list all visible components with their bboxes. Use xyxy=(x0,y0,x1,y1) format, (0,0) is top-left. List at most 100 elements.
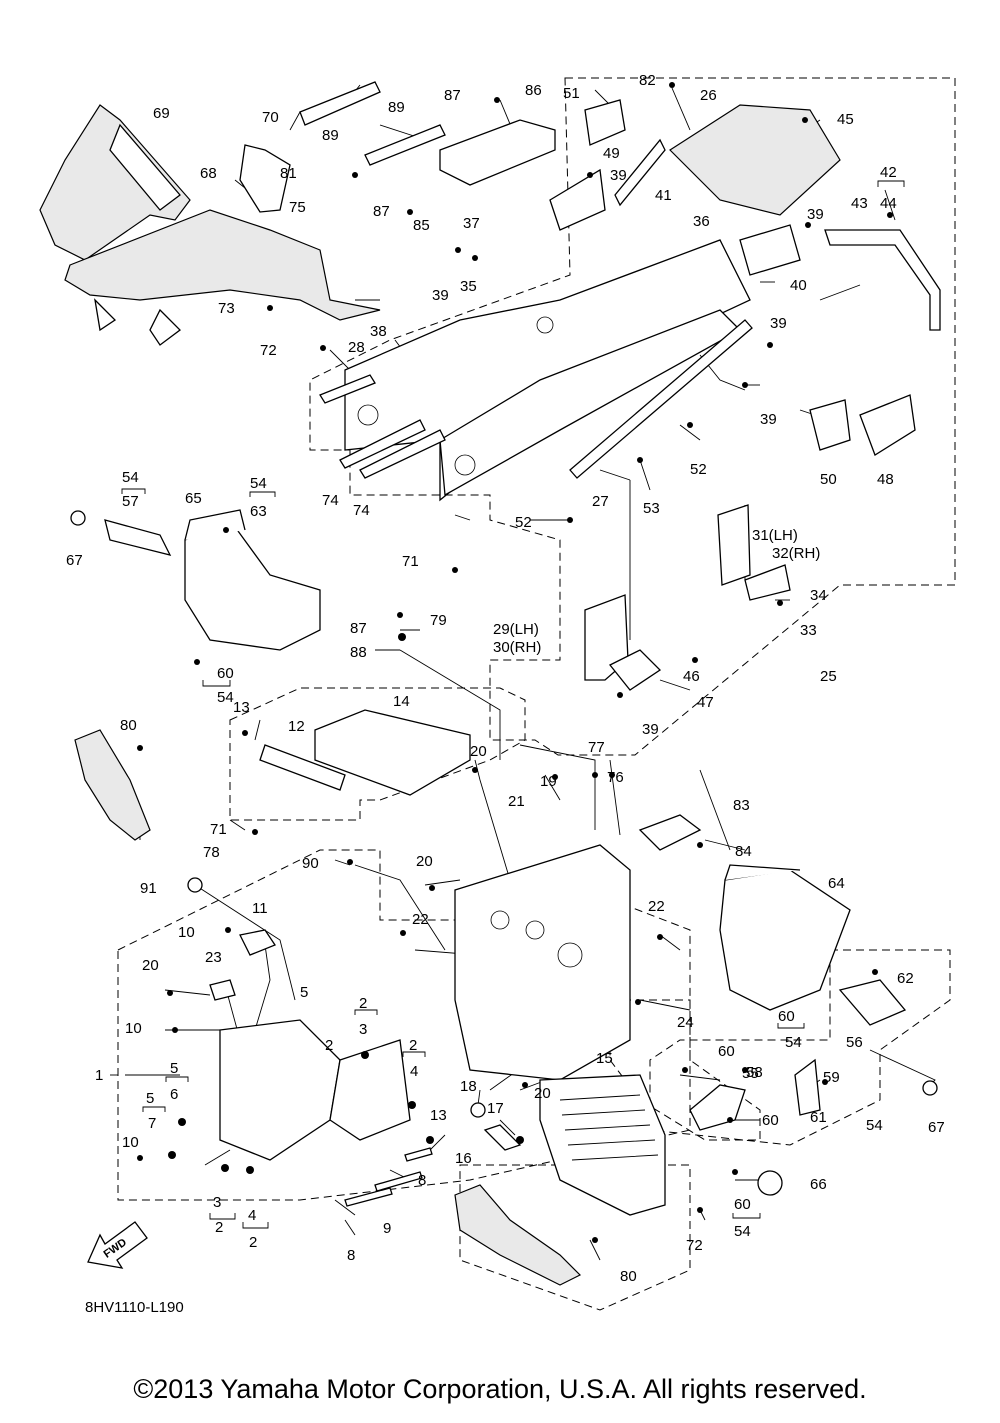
callout-15: 15 xyxy=(596,1050,613,1067)
callout-39: 39 xyxy=(432,287,449,304)
callout-60: 60 xyxy=(778,1008,795,1025)
callout-69: 69 xyxy=(153,105,170,122)
callout-3: 3 xyxy=(359,1021,367,1038)
callout-54: 54 xyxy=(734,1223,751,1240)
callout-30-rh: 30(RH) xyxy=(493,639,541,656)
callout-2: 2 xyxy=(215,1219,223,1236)
callout-44: 44 xyxy=(880,195,897,212)
callout-49: 49 xyxy=(603,145,620,162)
part-9-bolt xyxy=(374,1171,423,1192)
callout-5: 5 xyxy=(170,1060,178,1077)
callout-8: 8 xyxy=(347,1247,355,1264)
callout-21: 21 xyxy=(508,793,525,810)
callout-79: 79 xyxy=(430,612,447,629)
callout-39: 39 xyxy=(807,206,824,223)
part-12-bar xyxy=(259,744,346,791)
callout-7: 7 xyxy=(148,1115,156,1132)
callout-67: 67 xyxy=(66,552,83,569)
part-15-radiator xyxy=(539,1074,666,1216)
callout-37: 37 xyxy=(463,215,480,232)
callout-35: 35 xyxy=(460,278,477,295)
part-18-nut xyxy=(470,1102,486,1118)
callout-83: 83 xyxy=(733,797,750,814)
callout-78: 78 xyxy=(203,844,220,861)
part-31-bracket xyxy=(717,504,751,586)
part-74-rail-b xyxy=(359,429,446,479)
part-61-bracket xyxy=(794,1058,821,1116)
callout-62: 62 xyxy=(897,970,914,987)
callout-73: 73 xyxy=(218,300,235,317)
part-8-bolt-b xyxy=(404,1147,433,1162)
callout-20: 20 xyxy=(470,743,487,760)
part-46-plate xyxy=(608,649,662,691)
callout-23: 23 xyxy=(205,949,222,966)
callout-11: 11 xyxy=(252,900,268,917)
callout-20: 20 xyxy=(534,1085,551,1102)
callout-6: 6 xyxy=(170,1086,178,1103)
callout-42: 42 xyxy=(880,164,897,181)
callout-66: 66 xyxy=(810,1176,827,1193)
part-66-hub xyxy=(757,1170,783,1196)
part-51-bracket xyxy=(584,99,626,146)
callout-47: 47 xyxy=(697,694,714,711)
callout-57: 57 xyxy=(122,493,139,510)
callout-2: 2 xyxy=(359,995,367,1012)
part-34-plate xyxy=(744,564,791,601)
callout-60: 60 xyxy=(762,1112,779,1129)
callout-90: 90 xyxy=(302,855,319,872)
callout-58: 58 xyxy=(746,1064,763,1081)
callout-10: 10 xyxy=(125,1020,142,1037)
callout-18: 18 xyxy=(460,1078,477,1095)
callout-4: 4 xyxy=(410,1063,418,1080)
callout-36: 36 xyxy=(693,213,710,230)
callout-54: 54 xyxy=(866,1117,883,1134)
callout-54: 54 xyxy=(785,1034,802,1051)
callout-14: 14 xyxy=(393,693,410,710)
callout-22: 22 xyxy=(648,898,665,915)
callout-53: 53 xyxy=(643,500,660,517)
callout-82: 82 xyxy=(639,72,656,89)
part-56-peg xyxy=(838,979,907,1026)
callout-39: 39 xyxy=(610,167,627,184)
callout-60: 60 xyxy=(217,665,234,682)
part-67-bushing-b xyxy=(922,1080,938,1096)
callout-3: 3 xyxy=(213,1194,221,1211)
callout-68: 68 xyxy=(200,165,217,182)
part-89-strap-upper xyxy=(299,81,381,126)
callout-87: 87 xyxy=(373,203,390,220)
callout-48: 48 xyxy=(877,471,894,488)
callout-60: 60 xyxy=(734,1196,751,1213)
part-16-sleeve xyxy=(483,1124,522,1151)
callout-51: 51 xyxy=(563,85,580,102)
part-42-tube xyxy=(824,229,941,331)
part-91-grommet xyxy=(187,877,203,893)
callout-39: 39 xyxy=(642,721,659,738)
part-14-plate xyxy=(314,709,471,796)
callout-56: 56 xyxy=(846,1034,863,1051)
callout-17: 17 xyxy=(487,1100,504,1117)
callout-60: 60 xyxy=(718,1043,735,1060)
part-68-nose-frame xyxy=(64,209,381,346)
callout-38: 38 xyxy=(370,323,387,340)
callout-80: 80 xyxy=(620,1268,637,1285)
callout-72: 72 xyxy=(686,1237,703,1254)
callout-33: 33 xyxy=(800,622,817,639)
callout-72: 72 xyxy=(260,342,277,359)
callout-brackets xyxy=(121,180,905,1229)
callout-89: 89 xyxy=(388,99,405,116)
part-70-bracket xyxy=(239,144,291,213)
callout-63: 63 xyxy=(250,503,267,520)
callout-71: 71 xyxy=(402,553,419,570)
part-83-plate xyxy=(638,814,702,851)
callout-77: 77 xyxy=(588,739,605,756)
part-front-frame xyxy=(454,844,631,1081)
callout-29-lh: 29(LH) xyxy=(493,621,539,638)
callout-74: 74 xyxy=(353,502,370,519)
callout-31-lh: 31(LH) xyxy=(752,527,798,544)
part-8-bolt-a xyxy=(344,1187,393,1207)
callout-71: 71 xyxy=(210,821,227,838)
callout-91: 91 xyxy=(140,880,157,897)
callout-10: 10 xyxy=(178,924,195,941)
